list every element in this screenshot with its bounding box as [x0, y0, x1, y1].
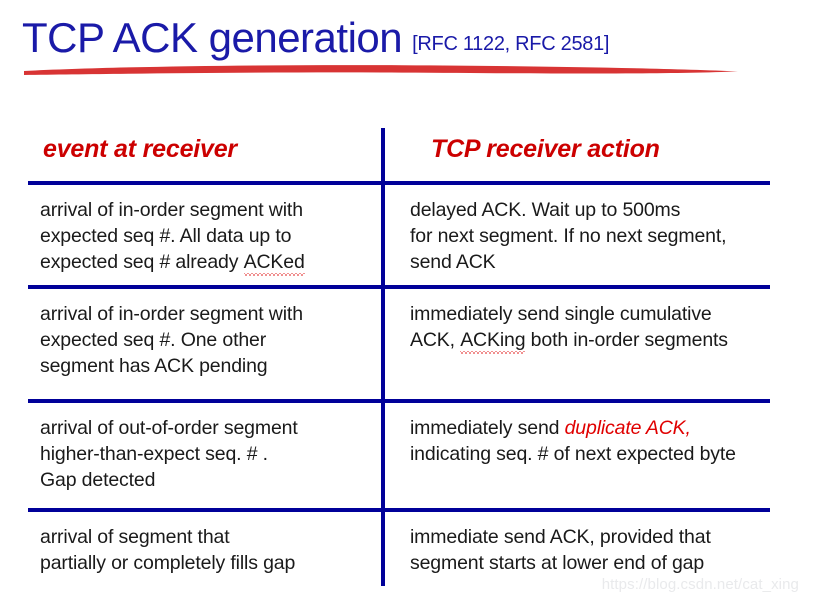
action-text: immediately send duplicate ACK, indicati…	[410, 415, 770, 467]
table-row: arrival of out-of-order segment higher-t…	[28, 403, 770, 508]
table-cell-event: arrival of out-of-order segment higher-t…	[28, 403, 381, 508]
event-line: arrival of in-order segment with	[40, 199, 303, 221]
event-text: arrival of segment that partially or com…	[40, 524, 373, 576]
table-cell-event: arrival of in-order segment with expecte…	[28, 185, 381, 285]
column-header-action: TCP receiver action	[431, 135, 660, 163]
action-line-text: immediately send	[410, 417, 565, 439]
action-text: delayed ACK. Wait up to 500ms for next s…	[410, 197, 770, 275]
action-line: send ACK	[410, 251, 496, 273]
event-line: expected seq #. One other	[40, 329, 267, 351]
event-line: arrival of segment that	[40, 526, 230, 548]
table-rule-top	[28, 181, 770, 185]
table-rule	[28, 508, 770, 512]
table-header-row: event at receiver TCP receiver action	[28, 118, 770, 181]
action-line-text: ACK,	[410, 329, 461, 351]
table-row: arrival of segment that partially or com…	[28, 512, 770, 586]
title-underline-stroke	[24, 65, 738, 75]
event-text: arrival of in-order segment with expecte…	[40, 301, 373, 379]
emphasis-duplicate-ack: duplicate ACK,	[564, 417, 691, 439]
table-header-cell-event: event at receiver	[28, 118, 381, 181]
page-title-reference: [RFC 1122, RFC 2581]	[412, 33, 610, 55]
event-line: segment has ACK pending	[40, 355, 268, 377]
table-rule	[28, 399, 770, 403]
event-text: arrival of in-order segment with expecte…	[40, 197, 373, 276]
action-line: for next segment. If no next segment,	[410, 225, 727, 247]
table-column-divider	[381, 128, 385, 586]
column-header-event: event at receiver	[43, 135, 237, 163]
action-line: immediately send duplicate ACK,	[410, 415, 770, 441]
table-cell-action: immediate send ACK, provided that segmen…	[381, 512, 770, 586]
spellcheck-word: ACKing	[460, 329, 526, 354]
table-cell-event: arrival of segment that partially or com…	[28, 512, 381, 586]
event-line: arrival of in-order segment with	[40, 303, 303, 325]
action-text: immediate send ACK, provided that segmen…	[410, 524, 770, 576]
page-title: TCP ACK generation [RFC 1122, RFC 2581]	[22, 14, 609, 62]
spellcheck-word: ACKed	[243, 251, 305, 276]
tcp-ack-generation-table: event at receiver TCP receiver action ar…	[28, 118, 770, 586]
action-line: segment starts at lower end of gap	[410, 552, 705, 574]
table-cell-action: delayed ACK. Wait up to 500ms for next s…	[381, 185, 770, 285]
table-row: arrival of in-order segment with expecte…	[28, 289, 770, 399]
event-line: partially or completely fills gap	[40, 552, 296, 574]
event-line: expected seq # already ACKed	[40, 249, 373, 276]
table-header-cell-action: TCP receiver action	[381, 118, 770, 181]
table-cell-action: immediately send single cumulative ACK, …	[381, 289, 770, 399]
event-line: Gap detected	[40, 469, 156, 491]
table-rule	[28, 285, 770, 289]
action-line-text: both in-order segments	[525, 329, 728, 351]
action-line: delayed ACK. Wait up to 500ms	[410, 199, 681, 221]
event-line-text: expected seq # already	[40, 251, 244, 273]
table-cell-event: arrival of in-order segment with expecte…	[28, 289, 381, 399]
action-line: ACK, ACKing both in-order segments	[410, 327, 770, 354]
event-line: arrival of out-of-order segment	[40, 417, 298, 439]
event-line: expected seq #. All data up to	[40, 225, 292, 247]
action-line: immediately send single cumulative	[410, 303, 712, 325]
watermark: https://blog.csdn.net/cat_xing	[601, 576, 799, 593]
action-line: immediate send ACK, provided that	[410, 526, 711, 548]
table-cell-action: immediately send duplicate ACK, indicati…	[381, 403, 770, 508]
action-text: immediately send single cumulative ACK, …	[410, 301, 770, 354]
event-text: arrival of out-of-order segment higher-t…	[40, 415, 373, 493]
table-row: arrival of in-order segment with expecte…	[28, 185, 770, 285]
event-line: higher-than-expect seq. # .	[40, 443, 268, 465]
action-line: indicating seq. # of next expected byte	[410, 443, 736, 465]
page-title-main: TCP ACK generation	[22, 14, 403, 61]
